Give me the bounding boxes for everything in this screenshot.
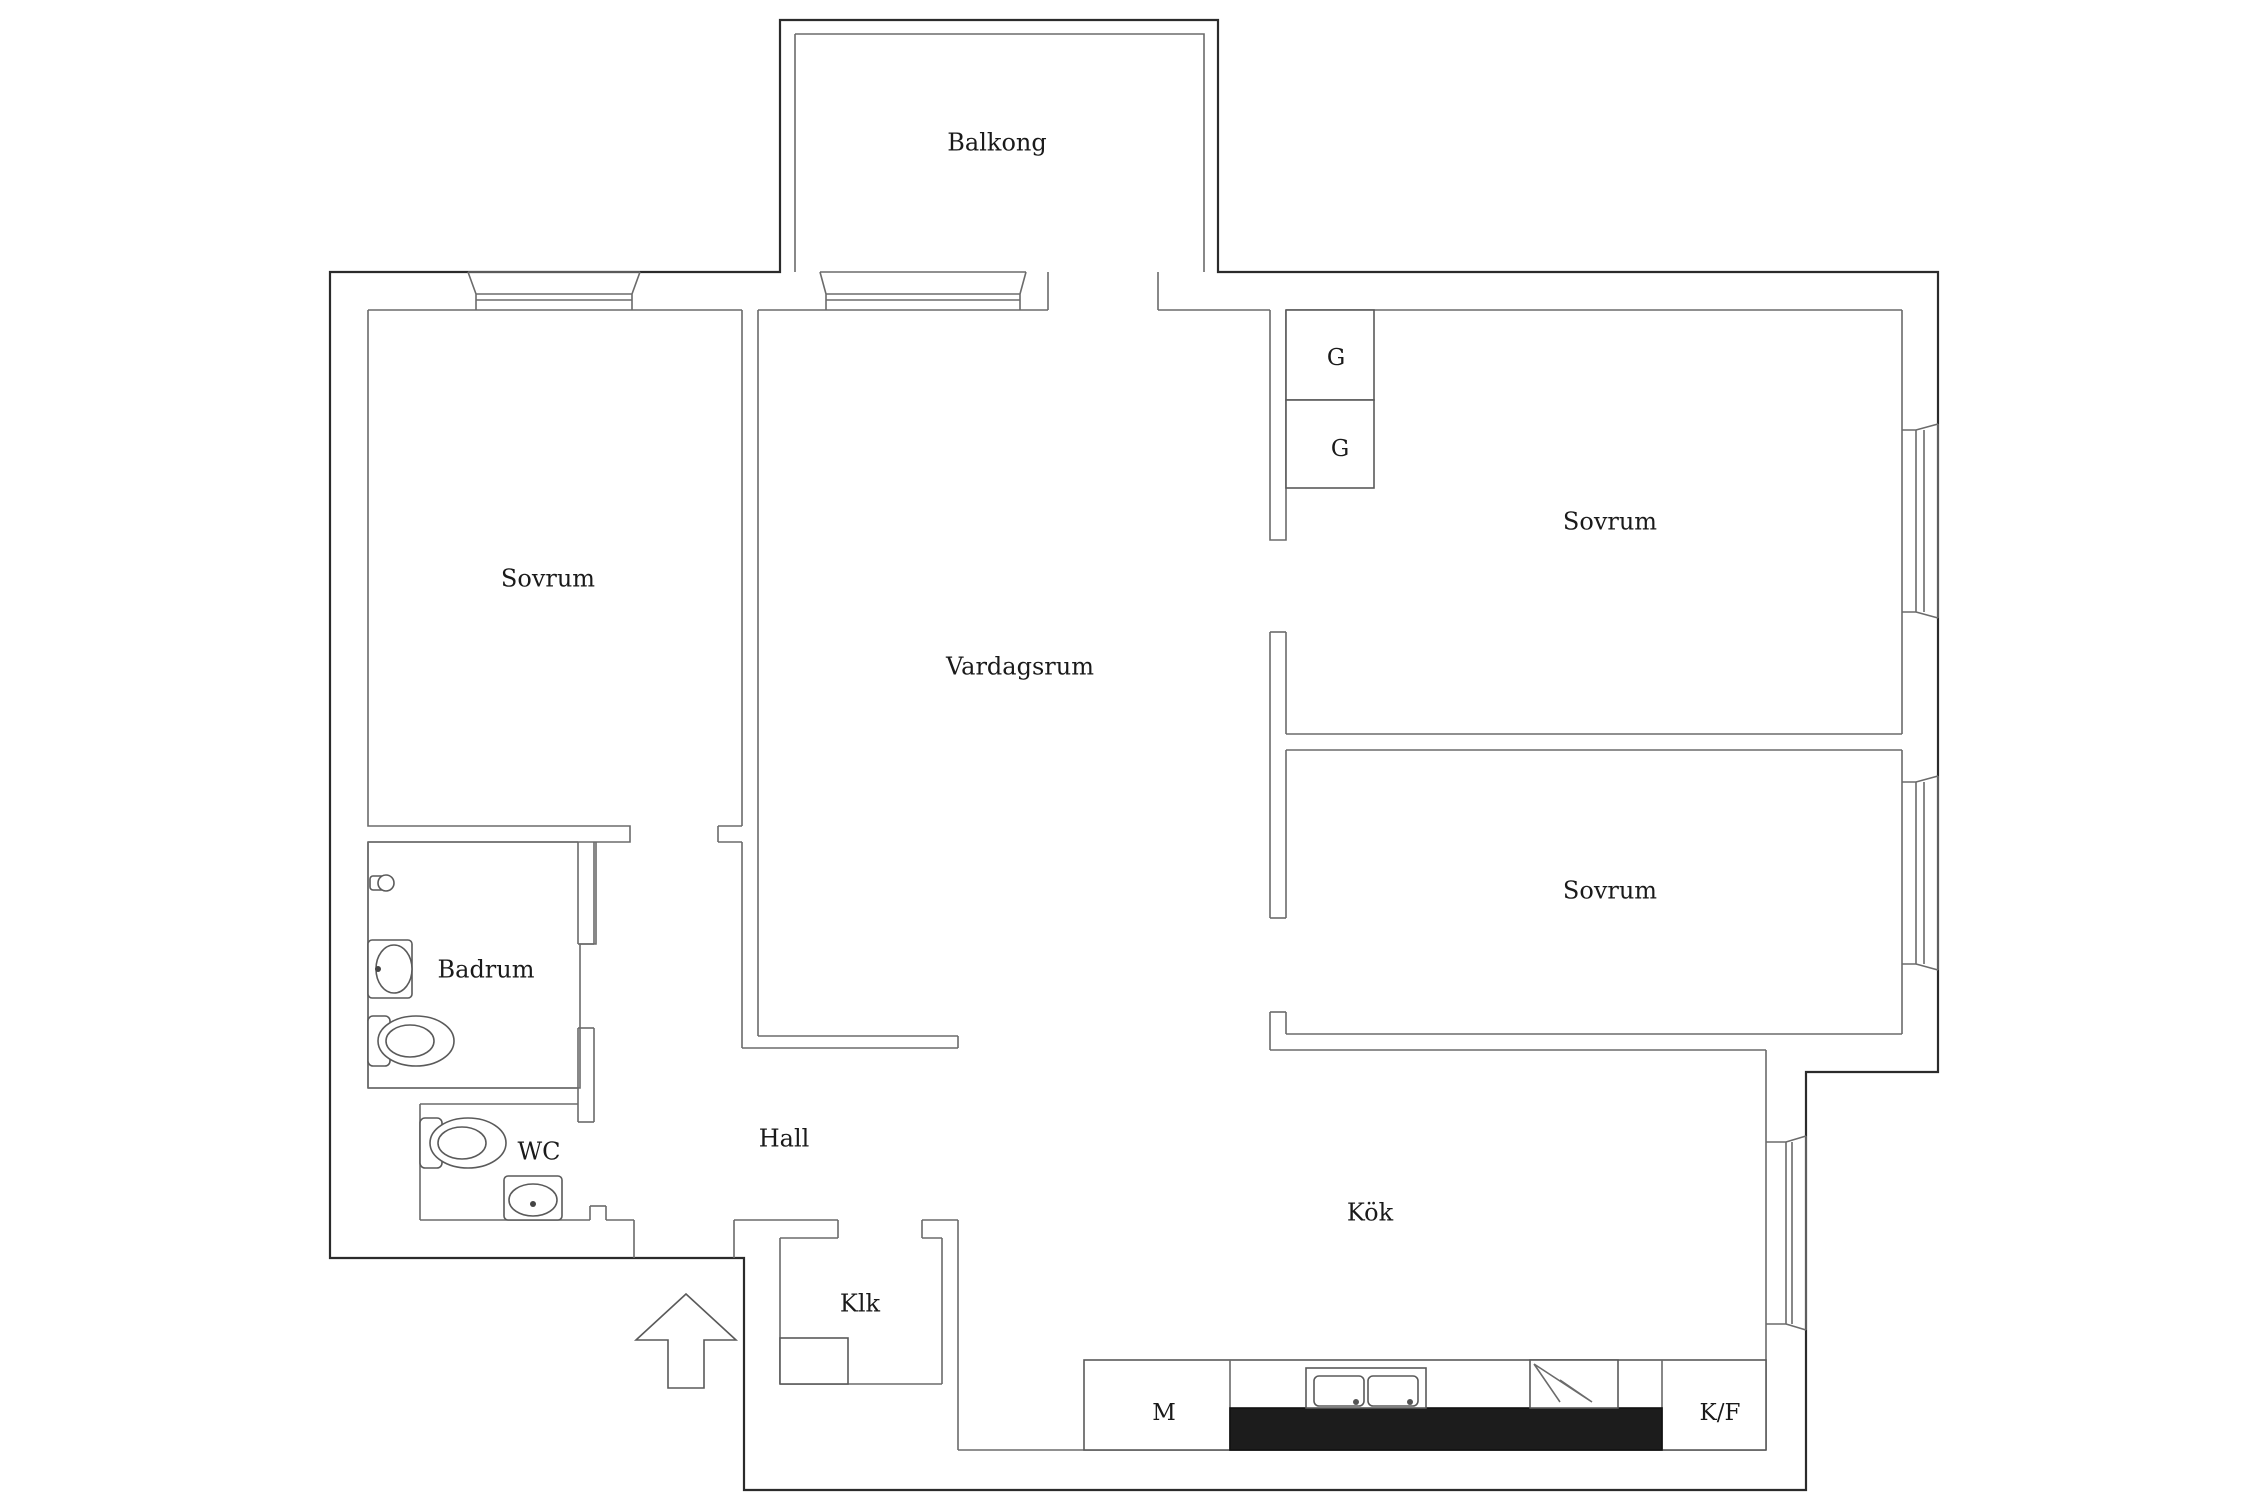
pantry-shelf — [779, 1337, 849, 1385]
room-label-sovrum-right-top: Sovrum — [1563, 508, 1657, 536]
sink-icon — [503, 1175, 563, 1221]
room-label-vardagsrum: Vardagsrum — [945, 653, 1094, 681]
toilet-icon — [367, 1015, 455, 1067]
room-label-hall: Hall — [759, 1125, 810, 1153]
closet-label-1: G — [1327, 345, 1345, 371]
room-label-sovrum-right-bottom: Sovrum — [1563, 877, 1657, 905]
room-label-sovrum-left: Sovrum — [501, 565, 595, 593]
sink-icon — [367, 939, 413, 999]
closet-label-2: G — [1331, 436, 1349, 462]
room-label-badrum: Badrum — [438, 956, 535, 984]
entrance-arrow-icon — [633, 1292, 739, 1389]
room-label-klk: Klk — [840, 1290, 881, 1318]
bathroom-walls — [367, 841, 635, 1258]
outer-walls — [328, 18, 1940, 1492]
shower-icon — [369, 874, 395, 892]
window-sovrum-right-top — [1902, 423, 1939, 619]
window-kok — [1766, 1135, 1807, 1331]
microwave-label: M — [1152, 1400, 1176, 1426]
window-vardagsrum — [819, 271, 1027, 310]
window-sovrum-right-bottom — [1902, 775, 1939, 971]
room-label-balkong: Balkong — [947, 129, 1046, 157]
dishwasher-icon — [1529, 1359, 1619, 1409]
fridge-freezer-label: K/F — [1700, 1400, 1741, 1426]
window-sovrum-left — [467, 271, 641, 310]
kitchen-counter — [1083, 1359, 1767, 1451]
room-labels: Balkong Sovrum Vardagsrum Sovrum Sovrum … — [438, 129, 1658, 1318]
room-label-wc: WC — [517, 1138, 560, 1166]
kitchen-sink-icon — [1305, 1367, 1427, 1409]
windows — [467, 271, 1939, 1331]
fixture-labels: G G M K/F — [1152, 345, 1740, 1426]
closets — [1285, 309, 1375, 489]
toilet-icon — [419, 1117, 507, 1169]
room-label-kok: Kök — [1347, 1199, 1394, 1227]
